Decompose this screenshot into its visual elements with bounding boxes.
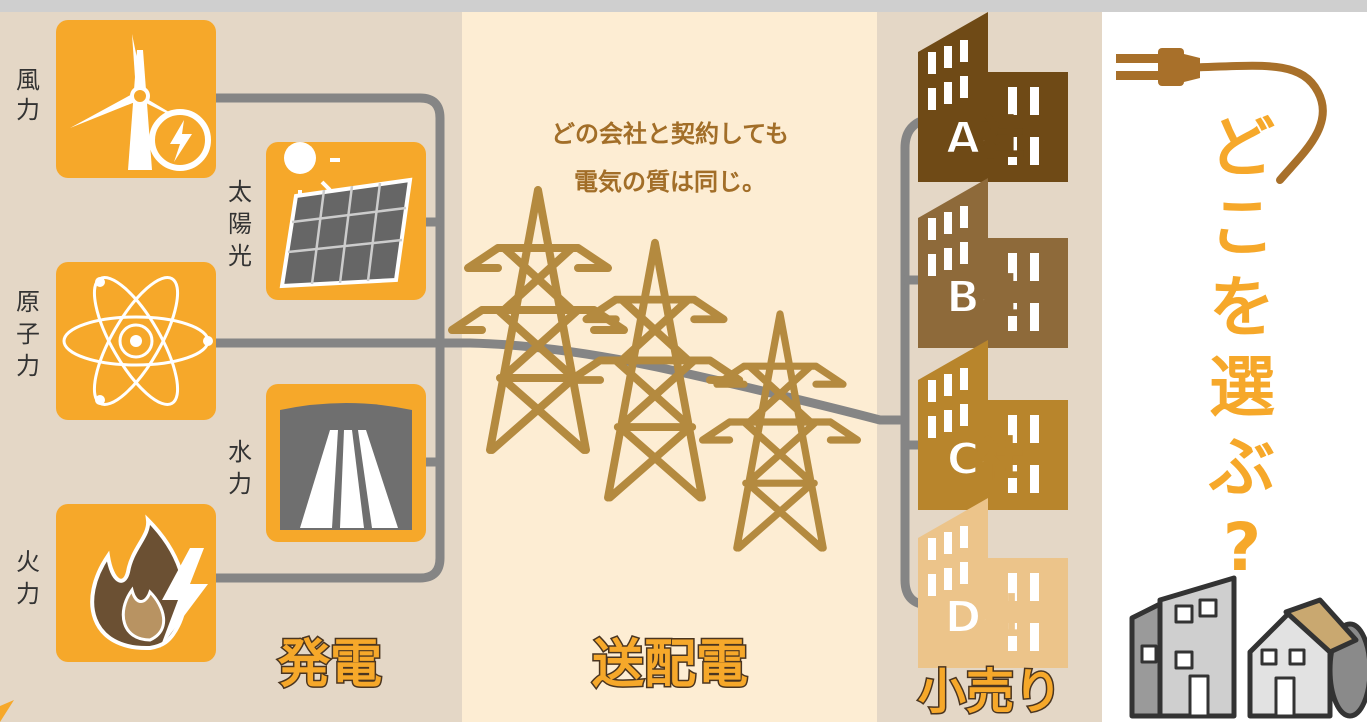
svg-text:火: 火 — [16, 548, 40, 576]
atom-icon — [56, 262, 216, 420]
svg-text:風: 風 — [16, 66, 40, 94]
house-icon — [1247, 597, 1367, 719]
wind-turbine-icon — [56, 20, 216, 178]
company-a-label: A社 — [946, 113, 1024, 164]
svg-text:光: 光 — [228, 242, 252, 270]
svg-text:ぶ: ぶ — [1208, 429, 1275, 506]
svg-text:選: 選 — [1209, 349, 1275, 426]
company-b-label: B社 — [946, 272, 1024, 323]
question-text: ど こ を 選 ぶ ? — [1203, 104, 1280, 591]
wind-label: 風 力 — [16, 66, 40, 124]
retail-section-label: 小売り — [918, 664, 1062, 720]
svg-text:力: 力 — [16, 352, 40, 380]
transmission-section-label: 送配電 — [592, 635, 748, 695]
svg-text:ど: ど — [1209, 109, 1275, 186]
svg-text:原: 原 — [16, 288, 40, 316]
svg-text:力: 力 — [16, 96, 40, 124]
company-c-label: C社 — [947, 434, 1023, 485]
svg-text:太: 太 — [228, 178, 252, 206]
nuclear-label: 原 子 力 — [16, 288, 40, 380]
svg-text:?: ? — [1223, 509, 1261, 586]
svg-text:子: 子 — [16, 320, 40, 348]
solar-panel-icon — [266, 142, 426, 300]
solar-label: 太 陽 光 — [228, 178, 252, 270]
dam-icon — [266, 384, 426, 542]
svg-text:力: 力 — [16, 580, 40, 608]
plug-icon — [1116, 48, 1327, 184]
svg-text:力: 力 — [228, 470, 252, 498]
hydro-label: 水 力 — [228, 438, 252, 498]
svg-text:を: を — [1209, 269, 1275, 346]
generation-section-label: 発電 — [278, 635, 382, 695]
svg-text:陽: 陽 — [228, 210, 252, 238]
transmission-note-line1: どの会社と契約しても — [551, 120, 789, 148]
building-icon — [1129, 575, 1237, 719]
thermal-label: 火 力 — [16, 548, 40, 608]
svg-text:水: 水 — [228, 438, 252, 466]
fire-icon — [56, 504, 216, 662]
transmission-note-line2: 電気の質は同じ。 — [574, 168, 766, 196]
svg-text:こ: こ — [1209, 189, 1275, 266]
company-d-label: D社 — [945, 592, 1026, 643]
